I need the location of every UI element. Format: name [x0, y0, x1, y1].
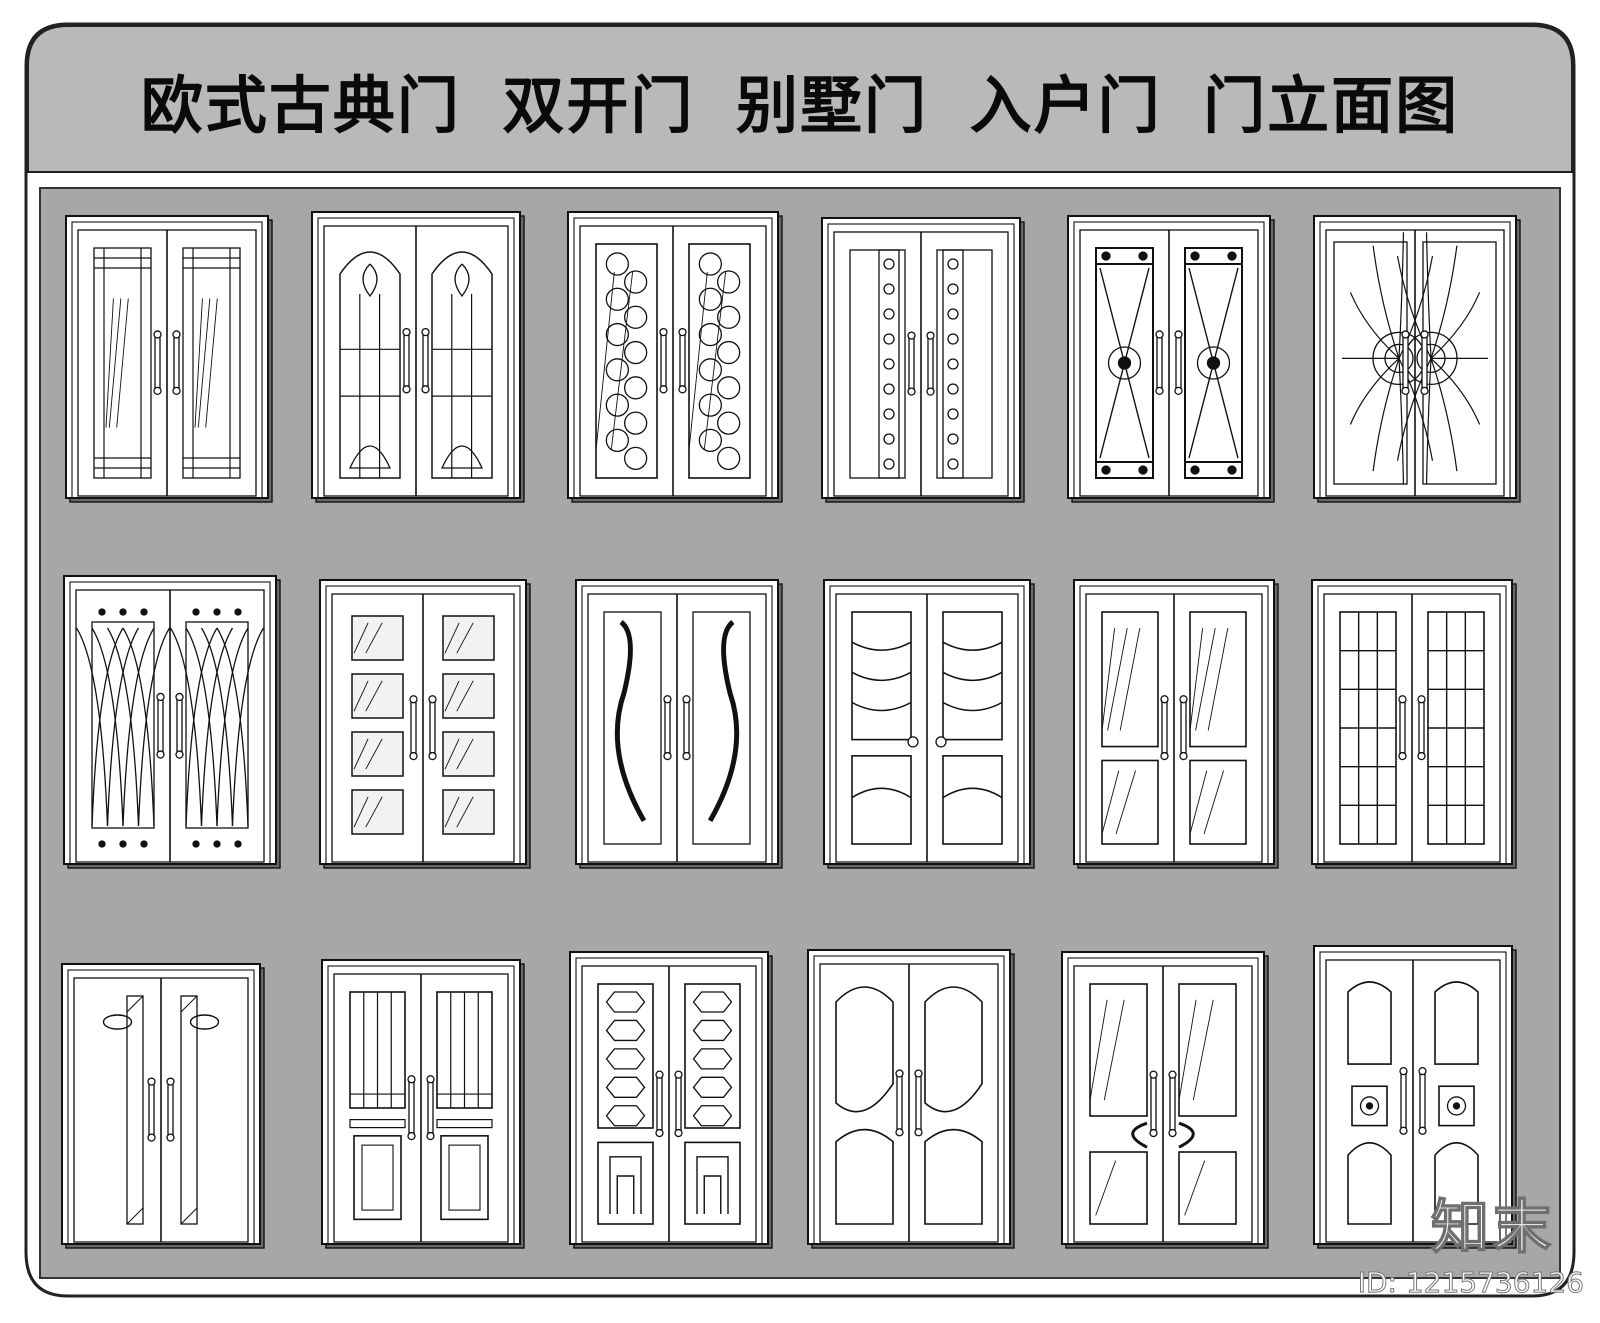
door-panel-area — [39, 187, 1561, 1279]
door-elevation-2 — [311, 211, 525, 503]
door-elevation-5 — [1067, 215, 1275, 503]
doors-grid — [61, 211, 1521, 1249]
door-elevation-18 — [1313, 945, 1517, 1249]
door-elevation-14 — [321, 959, 525, 1249]
door-elevation-12 — [1311, 579, 1517, 869]
door-elevation-3 — [567, 211, 783, 503]
door-elevation-7 — [63, 575, 281, 869]
door-elevation-11 — [1073, 579, 1279, 869]
door-elevation-9 — [575, 579, 783, 869]
page-title: 欧式古典门 双开门 别墅门 入户门 门立面图 — [140, 69, 1460, 142]
door-elevation-16 — [807, 949, 1015, 1249]
door-elevation-1 — [65, 215, 273, 503]
door-elevation-13 — [61, 963, 265, 1249]
image-id-label: ID: 1215736126 — [1357, 1266, 1584, 1300]
door-elevation-15 — [569, 951, 773, 1249]
door-elevation-10 — [823, 579, 1035, 869]
title-band — [27, 25, 1573, 173]
door-elevation-4 — [821, 217, 1025, 503]
door-elevation-8 — [319, 579, 531, 869]
brand-watermark: 知末 — [1430, 1192, 1555, 1262]
door-elevation-17 — [1061, 951, 1269, 1249]
door-elevation-6 — [1313, 215, 1521, 503]
